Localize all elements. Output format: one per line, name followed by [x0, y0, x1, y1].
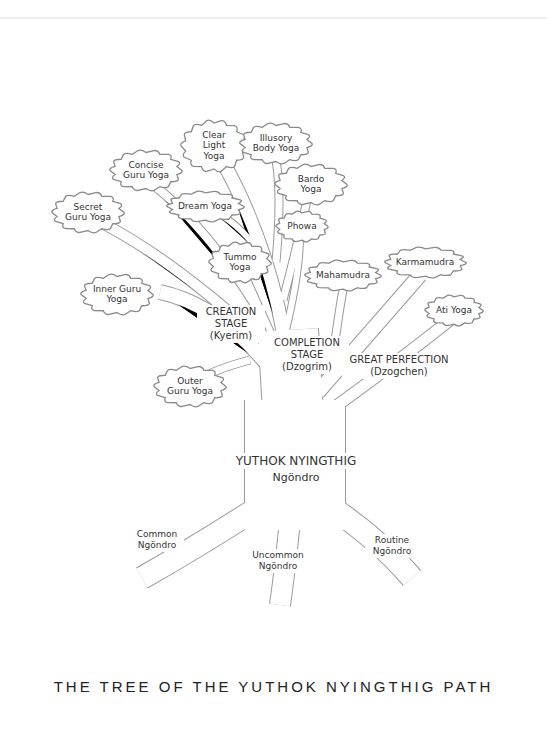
leaf-node: Inner Guru Yoga [81, 274, 153, 315]
leaf-label: Dream Yoga [177, 201, 233, 211]
stage-label: COMPLETION STAGE (Dzogrim) [265, 336, 349, 374]
leaf-node: Clear Light Yoga [181, 120, 247, 172]
leaf-label: Phowa [287, 221, 318, 231]
leaf-label: Outer Guru Yoga [165, 376, 215, 397]
leaf-node: Concise Guru Yoga [110, 150, 182, 191]
leaf-label: Concise Guru Yoga [121, 160, 171, 181]
leaf-node: Tummo Yoga [209, 242, 271, 283]
leaf-label: Tummo Yoga [220, 252, 260, 273]
trunk-label: Ngöndro [271, 470, 322, 485]
diagram-title: THE TREE OF THE YUTHOK NYINGTHIG PATH [0, 678, 547, 695]
leaf-label: Bardo Yoga [286, 174, 336, 195]
leaf-node: Karmamudra [385, 247, 466, 278]
leaf-label: Inner Guru Yoga [92, 284, 142, 305]
stage-label: CREATION STAGE (Kyerim) [197, 305, 265, 343]
leaf-label: Secret Guru Yoga [63, 202, 113, 223]
root-label: Routine Ngöndro [365, 534, 419, 558]
leaf-label: Clear Light Yoga [192, 130, 236, 161]
leaf-label: Mahamudra [316, 270, 371, 280]
leaf-node: Bardo Yoga [275, 164, 347, 205]
root-label: Common Ngöndro [130, 528, 184, 552]
root-label: Uncommon Ngöndro [246, 549, 310, 573]
trunk-label: YUTHOK NYINGTHIG [234, 453, 358, 469]
leaf-label: Karmamudra [395, 257, 455, 267]
leaf-node: Phowa [276, 211, 328, 242]
leaf-node: Illusory Body Yoga [240, 123, 312, 164]
leaf-node: Dream Yoga [167, 191, 244, 222]
leaf-node: Ati Yoga [425, 295, 483, 326]
leaf-node: Secret Guru Yoga [52, 192, 124, 233]
branch-fill [100, 160, 450, 605]
stage-label: GREAT PERFECTION (Dzogchen) [342, 353, 456, 379]
top-rule [0, 18, 547, 19]
leaf-node: Outer Guru Yoga [154, 366, 226, 407]
leaf-label: Ati Yoga [436, 305, 473, 315]
branch-outline [100, 160, 450, 605]
leaf-node: Mahamudra [305, 260, 381, 291]
leaf-label: Illusory Body Yoga [251, 133, 301, 154]
